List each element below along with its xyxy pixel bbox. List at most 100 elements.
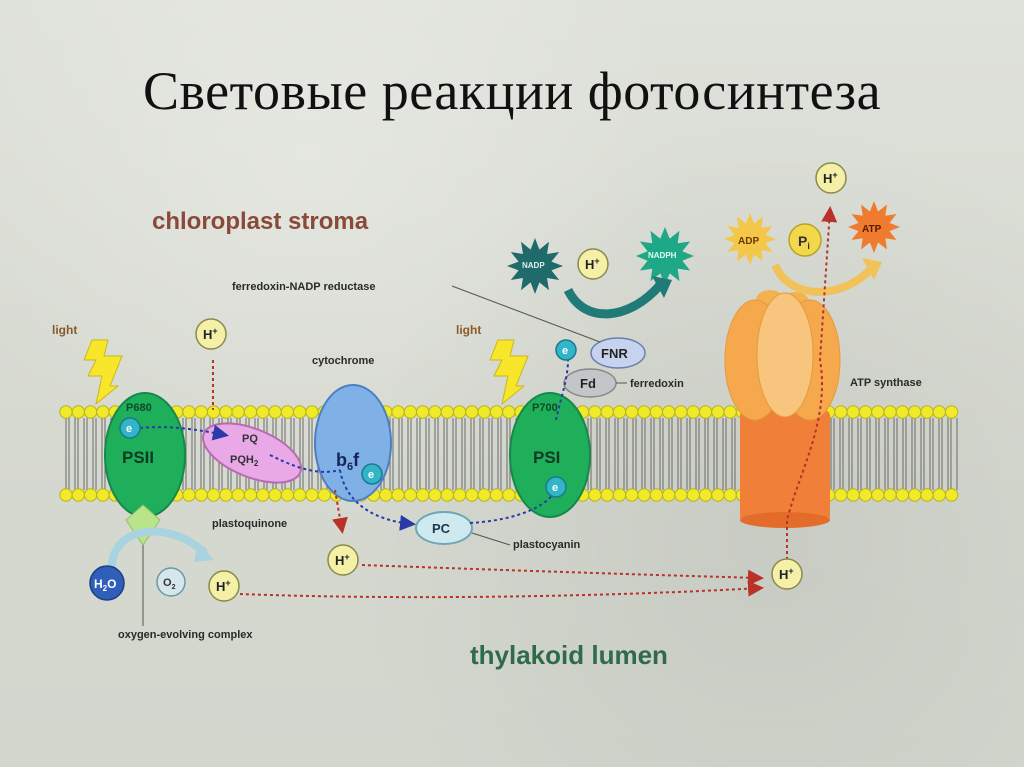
lipid-head (194, 488, 209, 502)
pi-label: Pi (798, 233, 810, 251)
lipid-head (83, 488, 98, 502)
lipid-head (219, 488, 233, 502)
psi-label: PSI (533, 448, 560, 467)
lipid-head (452, 488, 467, 502)
lipid-head (932, 405, 946, 419)
electron-b6f (361, 463, 383, 485)
lipid-head (698, 405, 713, 419)
lipid-head (280, 405, 295, 419)
lipid-head (502, 405, 516, 419)
lipid-head (452, 405, 467, 419)
atp-formation-arrowhead (862, 258, 882, 280)
lumen-label: thylakoid lumen (470, 640, 668, 670)
lipid-head (96, 405, 110, 419)
lipid-head (489, 405, 504, 419)
lipid-head (231, 488, 245, 502)
plastoquinone-label: plastoquinone (212, 518, 287, 530)
atp-synthase-label: ATP synthase (850, 377, 922, 389)
lipid-head (440, 405, 454, 419)
lipid-head (317, 488, 331, 502)
lipid-head (698, 488, 713, 502)
lipid-head (293, 488, 307, 502)
lipid-head (477, 488, 491, 502)
adp-star (724, 213, 776, 265)
lipid-head (489, 488, 504, 502)
lipid-head (243, 488, 258, 502)
lipid-head (403, 488, 418, 502)
nadp-star (507, 238, 563, 294)
light-bolt-psi (489, 339, 529, 406)
cytochrome-label: cytochrome (312, 355, 374, 367)
lipid-head (908, 405, 922, 419)
lipid-head (662, 488, 676, 502)
lipid-head (662, 405, 676, 419)
lipid-head (920, 405, 934, 419)
lipid-head (600, 405, 614, 419)
h-ion: H+ (327, 544, 359, 576)
lipid-head (391, 405, 405, 419)
p680-label: P680 (126, 402, 152, 414)
electron-fnr-label: e (562, 345, 568, 357)
lipid-head (71, 488, 86, 502)
oec-label: oxygen-evolving complex (118, 629, 253, 641)
light-label-psii: light (52, 323, 77, 337)
pqh2-label: PQH2 (230, 454, 259, 468)
lipid-head (83, 405, 98, 419)
lipid-head (846, 488, 860, 502)
lipid-head (440, 488, 454, 502)
lipid-head (477, 405, 491, 419)
nadp-label: NADP (522, 261, 545, 270)
lipid-head (256, 488, 270, 502)
lipid-head (711, 488, 725, 502)
lipid-head (465, 488, 479, 502)
lipid-head (206, 405, 221, 419)
lipid-head (600, 488, 614, 502)
lipid-head (932, 488, 946, 502)
p700-label: P700 (532, 402, 558, 414)
lipid-head (612, 405, 627, 419)
lipid-head (268, 405, 282, 419)
lipid-head (612, 488, 627, 502)
stroma-label: chloroplast stroma (152, 208, 369, 235)
h-ion: H+ (815, 162, 847, 194)
lipid-head (243, 405, 258, 419)
adp-label: ADP (738, 236, 759, 247)
lipid-head (96, 488, 110, 502)
lipid-head (182, 405, 196, 419)
lipid-head (649, 405, 664, 419)
lipid-head (428, 405, 442, 419)
water-splitting-arrowhead (194, 542, 214, 562)
atp-star (848, 201, 900, 253)
slide-title: Световые реакции фотосинтеза (142, 61, 882, 121)
pi-circle (788, 223, 822, 257)
h-ion: H+ (771, 558, 803, 590)
lipid-head (403, 405, 418, 419)
lipid-head (944, 405, 959, 419)
plastocyanin (415, 511, 473, 545)
proton-flow (212, 206, 838, 599)
electron-psi-label: e (552, 482, 558, 494)
lipid-head (908, 488, 922, 502)
nadph-star (636, 227, 694, 285)
lipid-head (637, 488, 651, 502)
lipid-head (895, 405, 910, 419)
lipid-head (723, 488, 737, 502)
fnr-full-label: ferredoxin-NADP reductase (232, 281, 375, 293)
lipid-head (920, 488, 934, 502)
lipid-head (637, 405, 651, 419)
nadph-label: NADPH (648, 251, 677, 260)
electron-psi (545, 476, 567, 498)
atp-synthase (724, 290, 841, 528)
water-splitting-arrow (108, 527, 208, 569)
lipid-head (858, 488, 873, 502)
atp-label: ATP (862, 224, 882, 235)
b6f-label: b6f (336, 450, 360, 473)
electron-psii (119, 417, 141, 439)
lipid-head (465, 405, 479, 419)
lipid-head (59, 405, 73, 419)
h-ion: H+ (208, 570, 240, 602)
psii-complex (104, 392, 186, 546)
pq-label: PQ (242, 433, 258, 445)
fd-label: Fd (580, 376, 596, 391)
